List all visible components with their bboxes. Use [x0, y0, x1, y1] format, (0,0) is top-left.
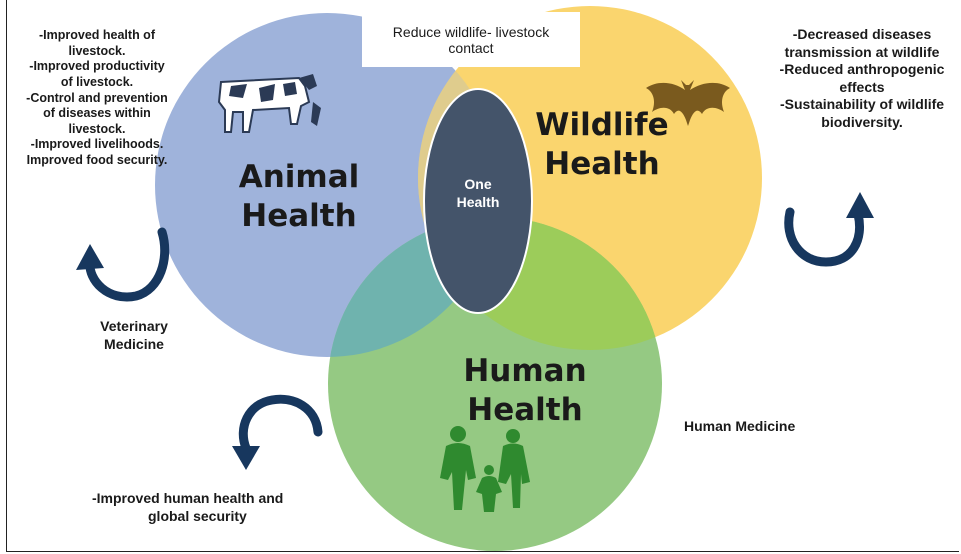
- family-icon: [440, 426, 530, 512]
- human-medicine-label: Human Medicine: [684, 418, 796, 434]
- arrow-human: [232, 394, 323, 470]
- one-health-oval: [423, 88, 533, 314]
- arrow-animal: [76, 227, 170, 302]
- human-benefits-text: -Improved human health and global securi…: [92, 490, 284, 524]
- one-health-label: One Health: [456, 176, 500, 210]
- animal-health-title: Animal Health: [238, 159, 360, 234]
- animal-benefits-text: -Improved health of livestock. -Improved…: [26, 28, 168, 167]
- arrow-wildlife: [784, 192, 874, 267]
- veterinary-medicine-label: Veterinary Medicine: [100, 318, 168, 352]
- wildlife-human-overlap: [418, 217, 662, 350]
- wildlife-health-title: Wildlife Health: [535, 107, 669, 182]
- human-health-title: Human Health: [463, 353, 587, 428]
- wildlife-benefits-text: -Decreased diseases transmission at wild…: [779, 26, 945, 130]
- animal-human-overlap: [328, 217, 499, 357]
- diagram-frame: [6, 0, 959, 552]
- cow-icon: [217, 74, 321, 133]
- top-label: Reduce wildlife- livestock contact: [362, 12, 580, 67]
- bat-icon: [646, 80, 730, 126]
